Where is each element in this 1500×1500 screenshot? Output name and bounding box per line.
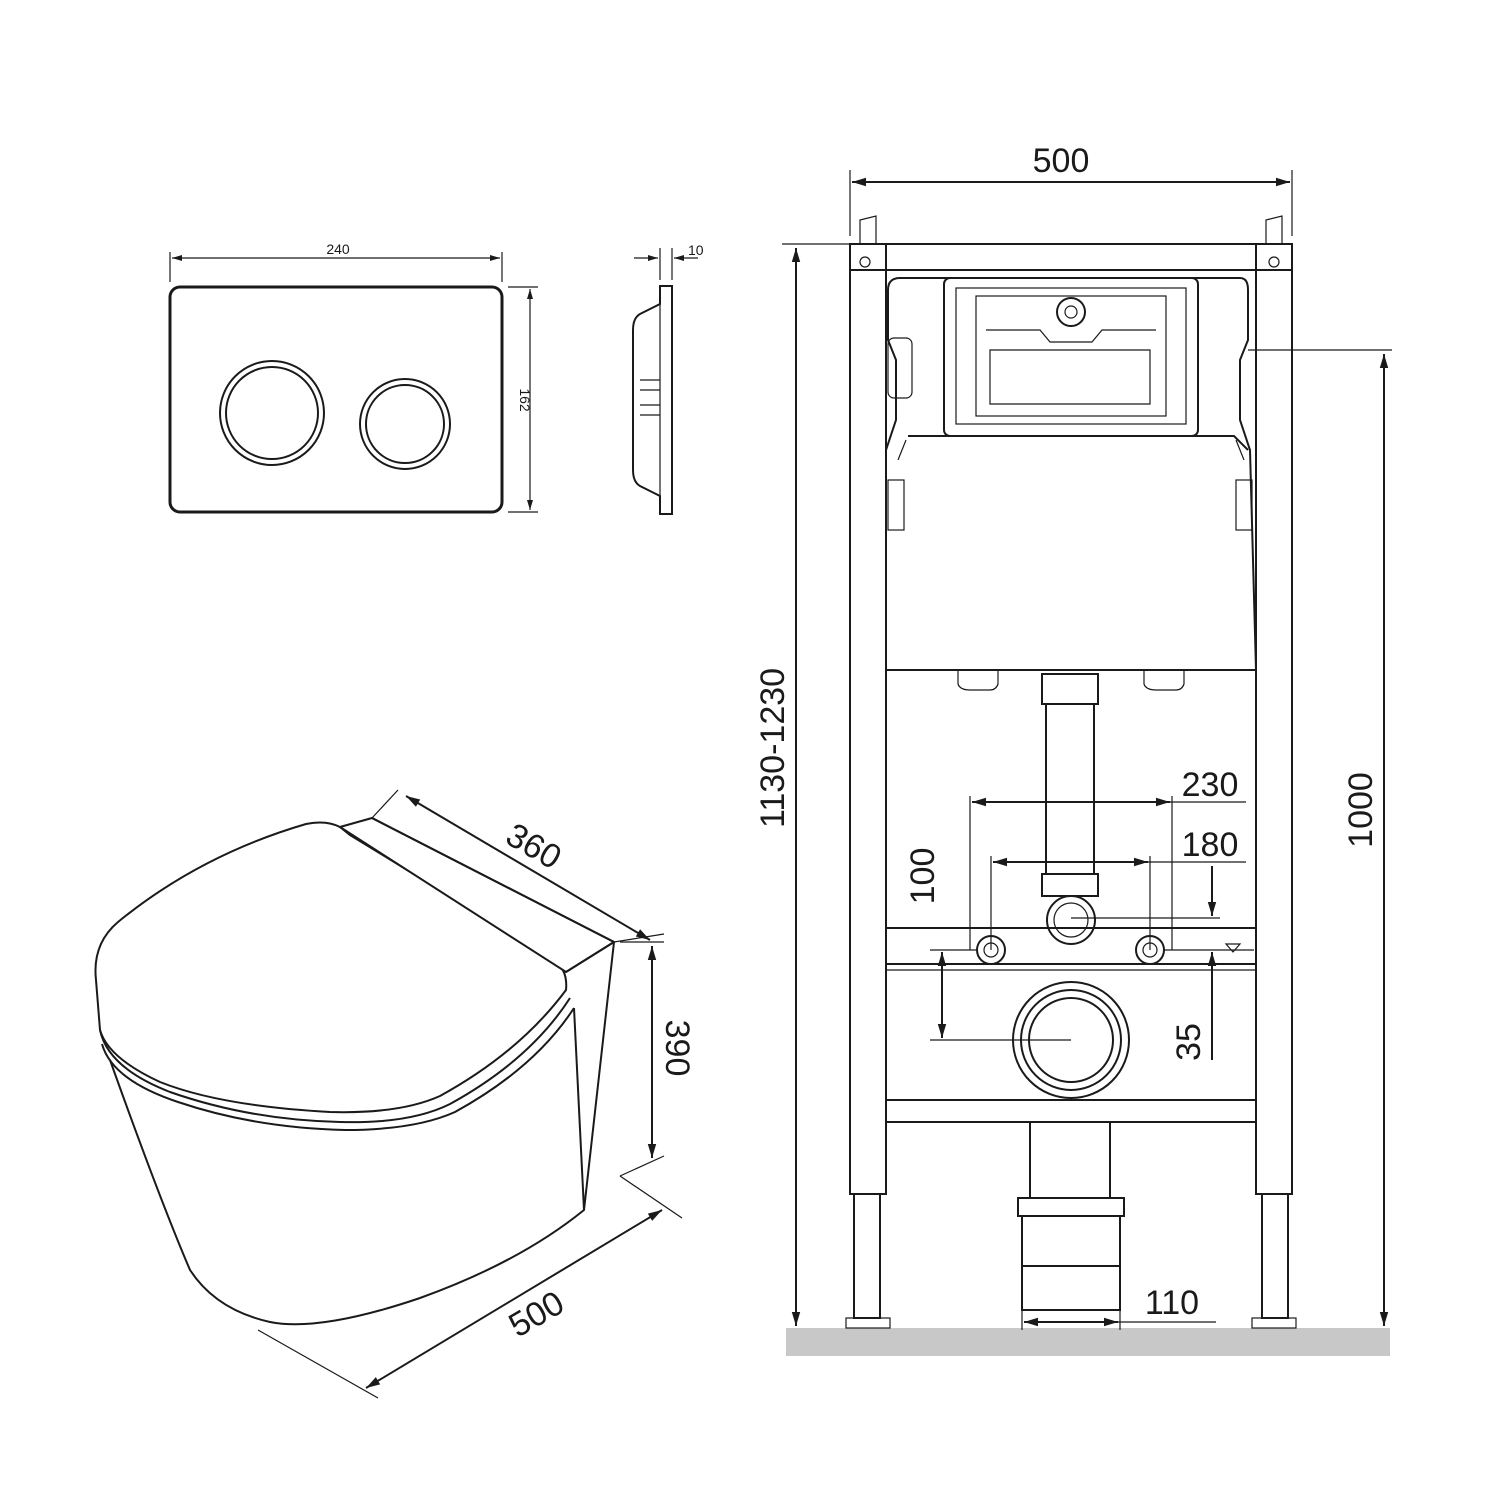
plate-depth-label: 10 xyxy=(688,242,704,258)
toilet-length-dim-line xyxy=(365,1209,663,1389)
flush-pipe-outlet xyxy=(1046,895,1096,945)
flush-button-small xyxy=(359,378,451,470)
lid-edge xyxy=(99,997,571,1124)
toilet-bowl: 360 390 500 xyxy=(94,789,696,1399)
studs-inner-label: 180 xyxy=(1182,826,1239,864)
offset-35-label: 35 xyxy=(1170,1023,1208,1061)
toilet-length-label: 500 xyxy=(502,1284,570,1345)
flush-plate-front: 240 162 xyxy=(168,241,538,514)
studs-outer-label: 230 xyxy=(1182,766,1239,804)
plate-height-label: 162 xyxy=(517,388,533,412)
cistern-body xyxy=(885,277,1258,671)
drain-pipe-upper xyxy=(1029,1121,1111,1199)
flush-plate-outline xyxy=(168,285,504,514)
plate-width-label: 240 xyxy=(326,241,350,257)
floor xyxy=(786,1328,1390,1356)
plate-side-profile xyxy=(632,285,673,515)
cistern-service-opening xyxy=(943,277,1199,437)
flush-button-large xyxy=(219,360,325,466)
toilet-lid xyxy=(94,821,568,1114)
drain-pipe-lower xyxy=(1021,1215,1121,1267)
frame-right-foot xyxy=(1261,1193,1289,1319)
toilet-height-label: 390 xyxy=(658,1020,696,1077)
installation-frame: 500 1130-1230 1000 230 180 100 35 xyxy=(754,142,1392,1356)
frame-width-label: 500 xyxy=(1033,142,1090,180)
offset-100-label: 100 xyxy=(904,848,942,905)
frame-total-height-label: 1130-1230 xyxy=(754,668,792,828)
frame-left-post xyxy=(849,243,887,1195)
toilet-depth-label: 360 xyxy=(499,816,567,877)
drain-label: 110 xyxy=(1145,1284,1199,1322)
flush-button-small-inner xyxy=(365,384,445,464)
seat-edge xyxy=(101,1007,575,1132)
frame-crossbar-lower xyxy=(885,1099,1257,1123)
flush-plate-side: 10 xyxy=(632,242,704,515)
frame-right-post xyxy=(1255,243,1293,1195)
frame-left-foot xyxy=(853,1193,881,1319)
toilet-depth-dim-line xyxy=(405,795,651,941)
frame-height-label: 1000 xyxy=(1342,772,1380,848)
frame-top-rail xyxy=(849,243,1293,271)
flush-button-large-inner xyxy=(225,366,319,460)
flush-pipe xyxy=(1045,703,1095,875)
frame-crossbar-upper xyxy=(885,927,1257,965)
